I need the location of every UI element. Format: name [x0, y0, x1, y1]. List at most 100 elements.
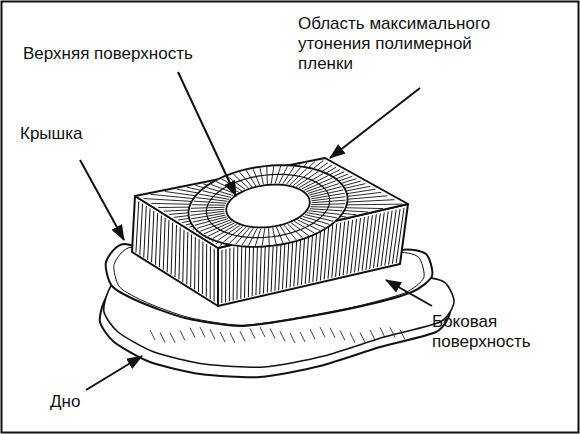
part-label: Область максимального утонения полимерно…: [298, 14, 530, 74]
top-rib: [178, 218, 189, 220]
side-rib: [179, 227, 180, 279]
side-rib: [210, 246, 211, 299]
flange-hatch: [270, 328, 275, 338]
flange-hatch: [300, 332, 305, 342]
top-rib: [347, 200, 394, 202]
top-rib: [182, 221, 190, 223]
side-rib: [396, 208, 404, 263]
side-rib: [236, 246, 238, 299]
side-rib: [155, 213, 157, 265]
side-rib: [194, 237, 196, 289]
part-label: Верхняя поверхность: [23, 44, 273, 64]
top-rib: [169, 213, 188, 215]
flange-hatch: [250, 328, 255, 338]
flange-hatch: [240, 331, 245, 341]
top-rib: [164, 210, 189, 211]
flange-hatch: [220, 332, 225, 342]
side-rib: [366, 215, 373, 270]
flange-hatch: [260, 327, 265, 337]
part-label: Крышка: [20, 124, 140, 144]
top-ring: [189, 165, 348, 247]
top-rib: [195, 185, 204, 187]
side-rib: [152, 211, 154, 262]
top-rib: [344, 211, 368, 212]
side-rib: [233, 247, 235, 300]
side-rib: [140, 204, 143, 255]
ring-rib: [192, 204, 225, 206]
flange-hatch: [280, 331, 285, 341]
flange-hatch: [180, 330, 185, 340]
side-rib: [256, 242, 258, 295]
top-rib: [187, 187, 201, 190]
side-rib: [389, 210, 397, 265]
side-rib: [381, 212, 388, 267]
flange-hatch: [230, 333, 235, 343]
leader-lines: [80, 72, 432, 390]
side-rib: [267, 239, 269, 293]
side-rib: [229, 248, 231, 301]
flange-hatch: [170, 333, 175, 343]
top-rib: [144, 199, 192, 202]
side-rib: [163, 218, 165, 270]
side-rib: [175, 225, 177, 277]
flange-hatch: [390, 327, 395, 337]
side-rib: [190, 234, 192, 286]
flange-hatch: [150, 330, 155, 340]
side-rib: [187, 232, 188, 284]
ring-groove: [206, 174, 329, 237]
leader-line: [386, 280, 432, 306]
side-rib: [241, 246, 242, 299]
flange-hatch: [320, 327, 325, 337]
flange-hatch: [200, 327, 205, 337]
leader-line: [178, 72, 236, 196]
side-rib: [171, 223, 173, 275]
container-drawing: [100, 158, 454, 377]
flange-hatch: [400, 330, 405, 340]
side-rib: [358, 217, 364, 272]
side-rib: [260, 241, 262, 294]
top-rib: [151, 203, 190, 205]
part-label: Боковая поверхность: [432, 312, 562, 352]
top-rib: [347, 189, 376, 193]
top-rib: [346, 207, 383, 209]
top-rib: [343, 213, 357, 214]
ring-rib: [312, 200, 346, 203]
center-disc: [226, 185, 309, 228]
side-rib: [167, 220, 169, 272]
side-rib: [313, 228, 317, 282]
side-rib: [252, 243, 254, 296]
flange-hatch: [360, 333, 365, 343]
side-rib: [385, 211, 392, 266]
ring-rib: [311, 206, 344, 208]
side-rib: [198, 239, 200, 292]
side-rib: [373, 213, 380, 268]
ring-rib: [305, 215, 334, 222]
side-rib: [183, 230, 184, 282]
top-face: [135, 158, 408, 248]
side-rib: [159, 216, 161, 268]
ring-rib: [304, 178, 332, 190]
flange-hatch: [330, 328, 335, 338]
side-rib: [144, 206, 147, 257]
side-rib: [148, 208, 150, 259]
leader-line: [86, 356, 142, 390]
side-rib: [362, 216, 368, 271]
ring-rib: [203, 191, 232, 198]
flange-hatch: [190, 328, 195, 338]
side-rib: [248, 244, 249, 297]
side-rib: [392, 209, 400, 264]
flange-hatch: [350, 333, 355, 343]
flange-hatch: [340, 330, 345, 340]
side-rib: [264, 240, 266, 294]
top-rib: [308, 161, 315, 167]
side-rib: [206, 244, 207, 297]
ring-rib: [311, 203, 345, 205]
part-label: Дно: [50, 392, 130, 412]
flange-hatch: [370, 330, 375, 340]
flange-hatch: [380, 327, 385, 337]
leader-line: [80, 160, 124, 240]
top-rib: [313, 160, 323, 168]
